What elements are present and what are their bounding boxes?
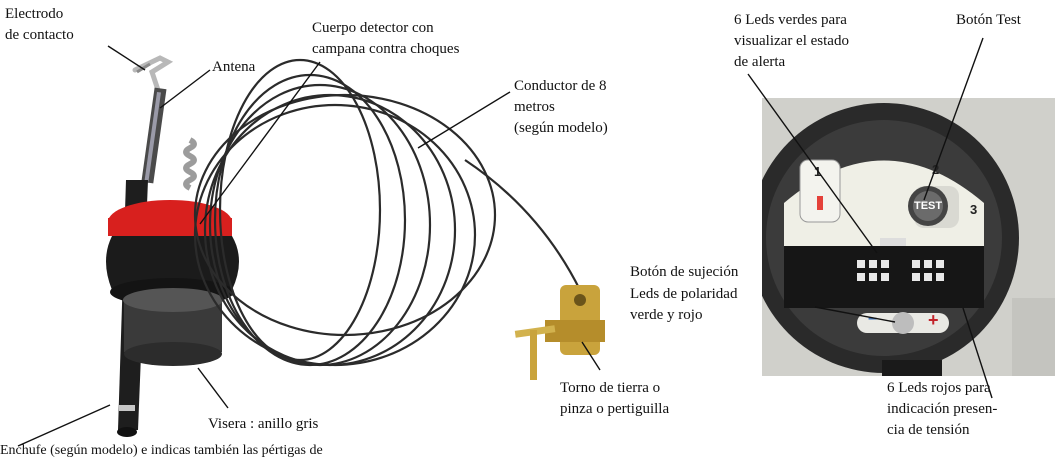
control-panel-drawing — [762, 103, 1055, 376]
step-3-label: 3 — [970, 202, 978, 217]
antenna-rod — [141, 87, 167, 184]
label-test-button: Botón Test — [956, 12, 1021, 28]
polarity-minus: − — [868, 311, 878, 328]
control-panel-photo: 1 2 3 TEST − + — [762, 98, 1055, 376]
leader-antenna — [159, 69, 211, 109]
leader-detector-body — [199, 61, 321, 225]
label-visor: Visera : anillo gris — [208, 416, 319, 432]
label-holding-button: Botón de sujeción — [630, 264, 739, 280]
label-electrode: Electrodo de contacto — [5, 6, 74, 43]
label-red-leds: 6 Leds rojos para indicación presen- cia… — [887, 380, 998, 438]
leader-pole — [17, 404, 111, 447]
test-button-text[interactable]: TEST — [914, 200, 943, 212]
leader-ground-clamp — [581, 341, 601, 371]
label-ground-clamp: Torno de tierra o pinza o pertiguilla — [560, 380, 670, 417]
coiled-cable — [183, 137, 197, 191]
leader-polarity — [814, 306, 896, 323]
ground-clamp — [514, 285, 605, 380]
label-pole-note: Enchufe (según modelo) e indicas también… — [0, 443, 323, 458]
label-polarity-leds: Leds de polaridad verde y rojo — [630, 286, 738, 323]
label-detector-body: Cuerpo detector con campana contra choqu… — [312, 20, 460, 57]
leader-conductor — [417, 91, 511, 149]
red-leds — [912, 260, 944, 281]
leader-green-leds — [747, 73, 878, 254]
cable-8m — [193, 58, 581, 367]
label-antenna: Antena — [212, 59, 256, 75]
leader-test — [923, 37, 984, 201]
green-leds — [857, 260, 889, 281]
leader-electrode — [107, 45, 146, 71]
leader-visor — [197, 367, 229, 409]
leader-red-leds — [962, 307, 993, 399]
label-green-leds: 6 Leds verdes para visualizar el estado … — [734, 12, 849, 70]
contact-electrode — [132, 55, 174, 93]
label-conductor: Conductor de 8 metros (según modelo) — [514, 78, 608, 136]
polarity-plus: + — [928, 310, 939, 330]
